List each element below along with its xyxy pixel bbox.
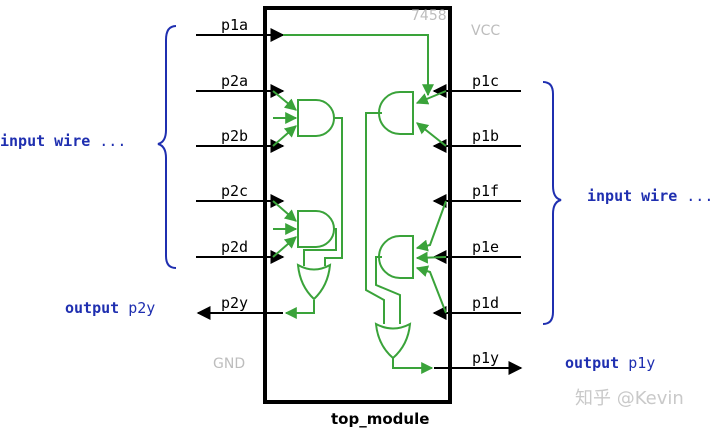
module-name-label: top_module bbox=[331, 410, 429, 428]
p1-logic-wires bbox=[283, 34, 447, 374]
left-output-keyword: output bbox=[65, 299, 119, 317]
pin-label-p1a: p1a bbox=[221, 16, 248, 34]
left-input-brace bbox=[157, 25, 177, 269]
left-input-type: wire bbox=[54, 132, 90, 150]
left-input-annotation: input wire... bbox=[0, 132, 126, 150]
left-output-annotation: output p2y bbox=[65, 299, 155, 317]
or-gate-p2y bbox=[296, 263, 332, 301]
right-input-annotation: input wire... bbox=[587, 187, 713, 205]
right-output-annotation: output p1y bbox=[565, 354, 655, 372]
right-output-keyword: output bbox=[565, 354, 619, 372]
pin-label-p1f: p1f bbox=[472, 182, 499, 200]
and-gate-p1abc bbox=[378, 91, 414, 135]
left-input-keyword: input bbox=[0, 132, 45, 150]
and-gate-p1def bbox=[378, 235, 414, 279]
right-input-keyword: input bbox=[587, 187, 632, 205]
right-input-brace bbox=[542, 81, 562, 325]
chip-body bbox=[263, 6, 452, 404]
pin-label-p2c: p2c bbox=[221, 182, 248, 200]
right-input-type: wire bbox=[641, 187, 677, 205]
vcc-label: VCC bbox=[471, 23, 500, 39]
watermark-text: 知乎 @Kevin bbox=[575, 388, 684, 409]
pin-label-p1c: p1c bbox=[472, 72, 499, 90]
and-gate-p2ab bbox=[297, 99, 335, 137]
right-input-ellipsis: ... bbox=[686, 187, 713, 205]
pin-label-p1b: p1b bbox=[472, 127, 499, 145]
pin-label-p1y: p1y bbox=[472, 349, 499, 367]
pin-label-p1d: p1d bbox=[472, 294, 499, 312]
pin-label-p2b: p2b bbox=[221, 127, 248, 145]
pin-label-p2d: p2d bbox=[221, 238, 248, 256]
pin-label-p1e: p1e bbox=[472, 238, 499, 256]
pin-label-p2a: p2a bbox=[221, 72, 248, 90]
pin-label-p2y: p2y bbox=[221, 294, 248, 312]
p2-logic-wires bbox=[272, 90, 343, 319]
gnd-label: GND bbox=[213, 356, 245, 372]
or-gate-p1y bbox=[374, 322, 412, 360]
and-gate-p2cd bbox=[297, 210, 335, 248]
left-input-ellipsis: ... bbox=[99, 132, 126, 150]
right-output-name: p1y bbox=[628, 354, 655, 372]
left-output-name: p2y bbox=[128, 299, 155, 317]
part-number-label: 7458 bbox=[411, 8, 447, 24]
